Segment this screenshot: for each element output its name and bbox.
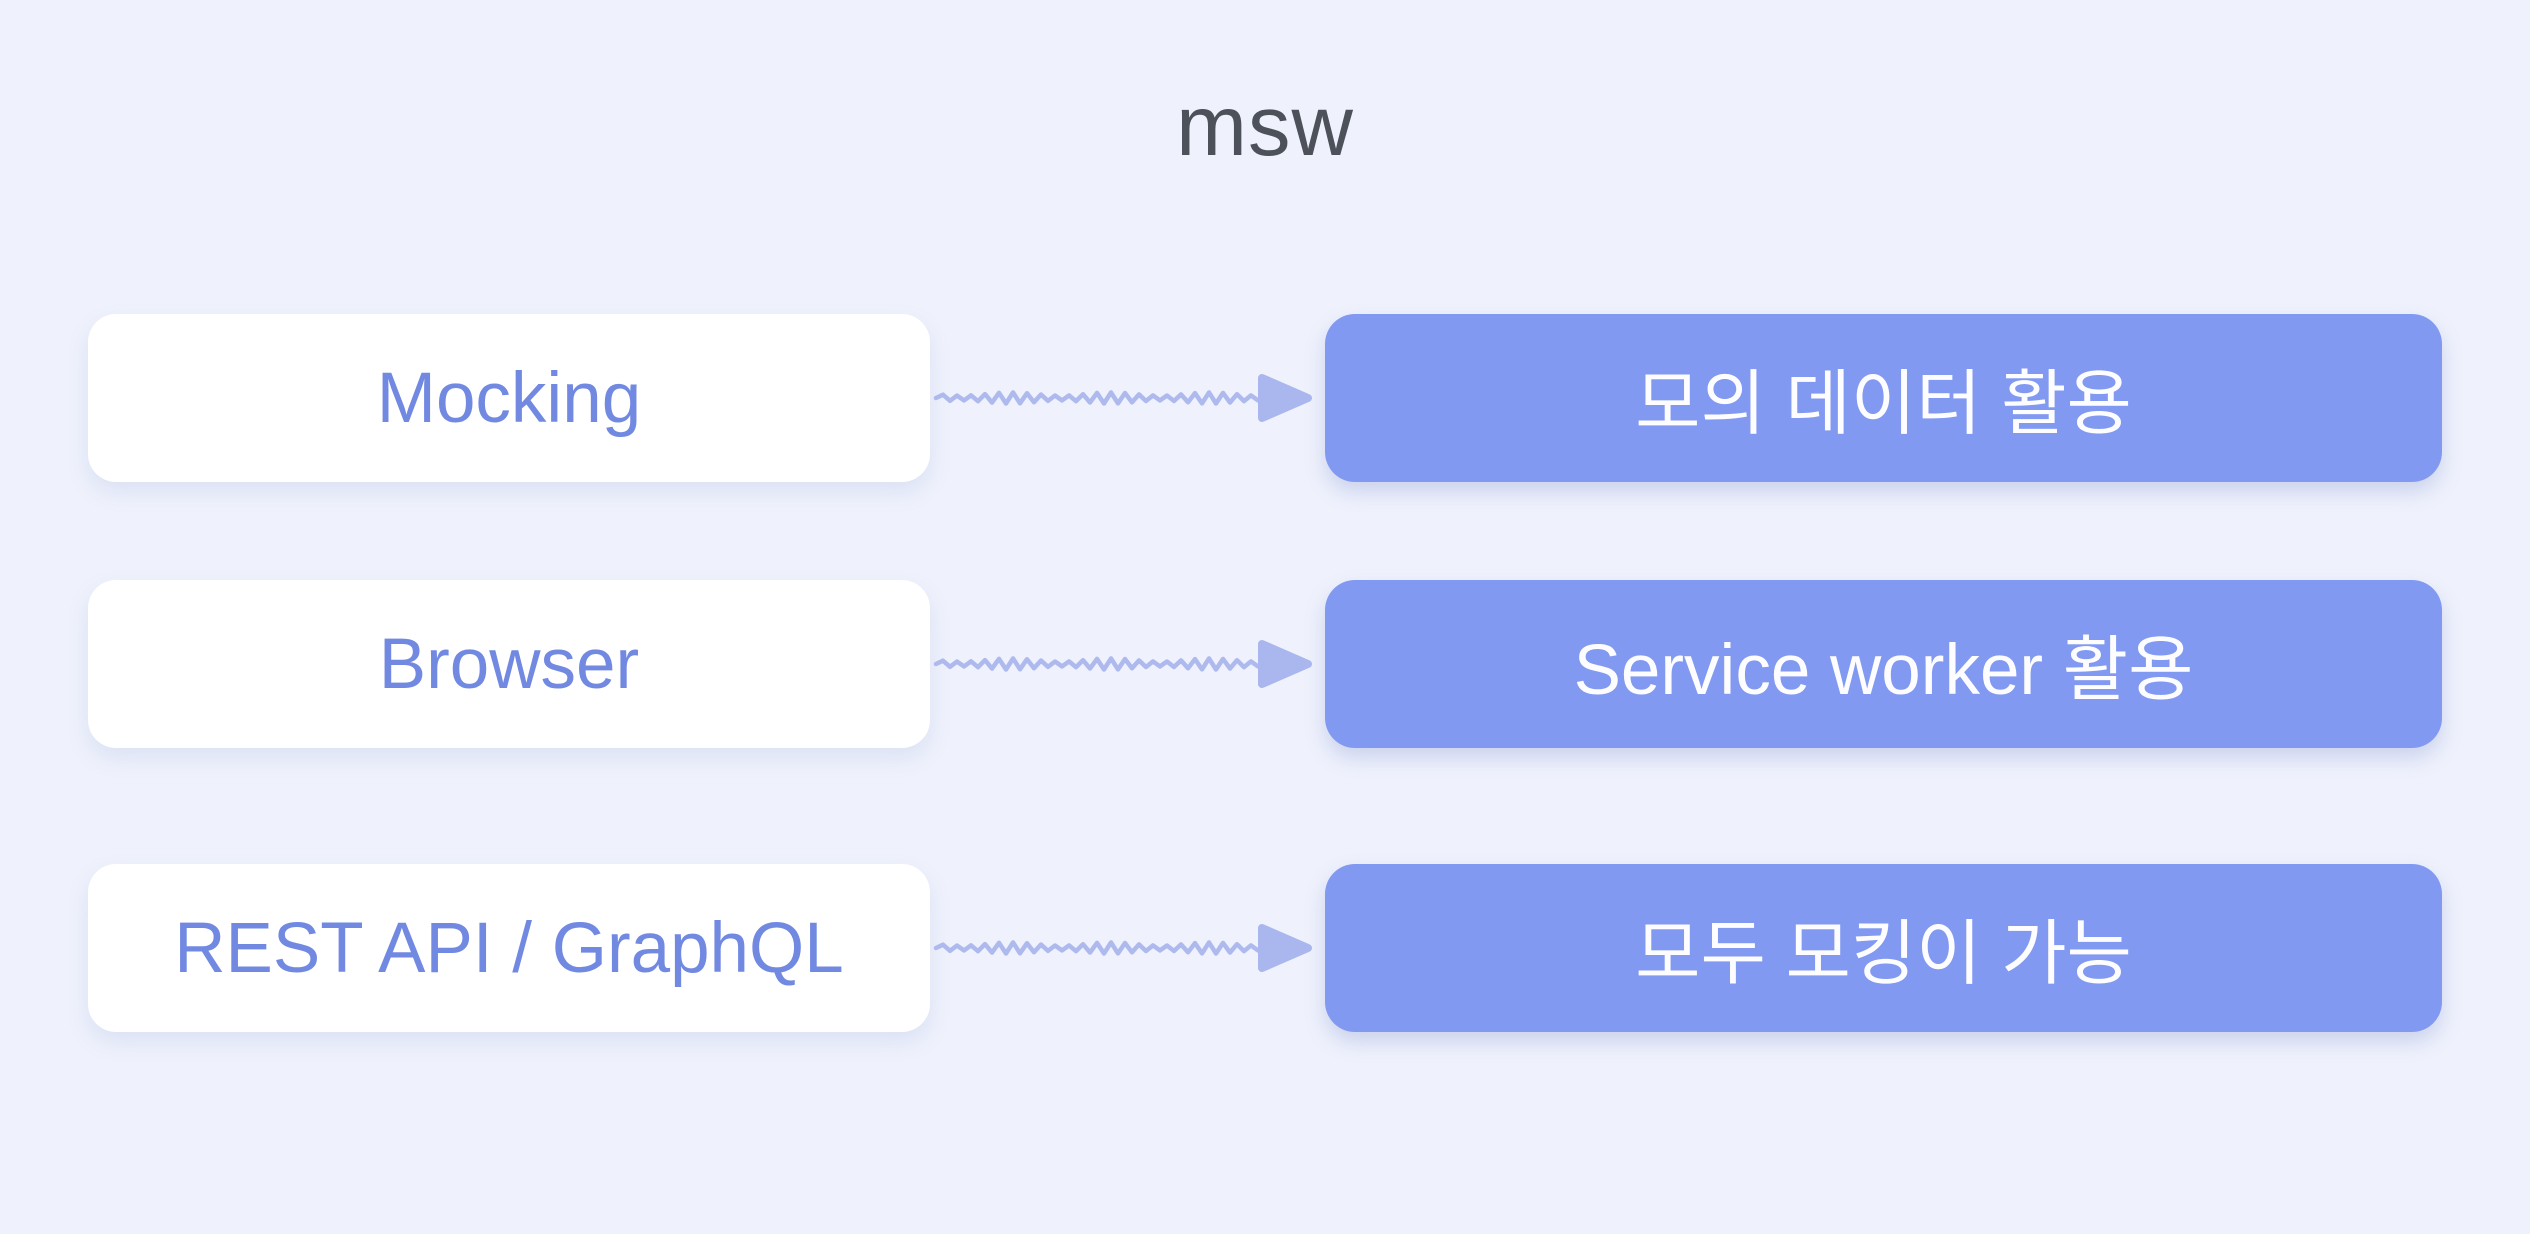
diagram-title: msw xyxy=(1176,79,1354,174)
target-box-mock-data: 모의 데이터 활용 xyxy=(1325,314,2442,482)
arrow-right-icon xyxy=(930,314,1325,482)
arrow-right-icon xyxy=(930,864,1325,1032)
target-label: Service worker 활용 xyxy=(1573,631,2194,710)
source-box-mocking: Mocking xyxy=(88,314,930,482)
arrow-right-icon xyxy=(930,580,1325,748)
target-box-all-mockable: 모두 모킹이 가능 xyxy=(1325,864,2442,1032)
flow-row-rest-graphql: REST API / GraphQL 모두 모킹이 가능 xyxy=(88,864,2442,1032)
source-label: REST API / GraphQL xyxy=(174,908,844,988)
source-label: Browser xyxy=(378,624,640,704)
target-label: 모의 데이터 활용 xyxy=(1635,365,2132,444)
source-box-rest-graphql: REST API / GraphQL xyxy=(88,864,930,1032)
target-box-service-worker: Service worker 활용 xyxy=(1325,580,2442,748)
flow-row-browser: Browser Service worker 활용 xyxy=(88,580,2442,748)
source-box-browser: Browser xyxy=(88,580,930,748)
flow-row-mocking: Mocking 모의 데이터 활용 xyxy=(88,314,2442,482)
target-label: 모두 모킹이 가능 xyxy=(1635,915,2132,994)
source-label: Mocking xyxy=(376,358,642,438)
